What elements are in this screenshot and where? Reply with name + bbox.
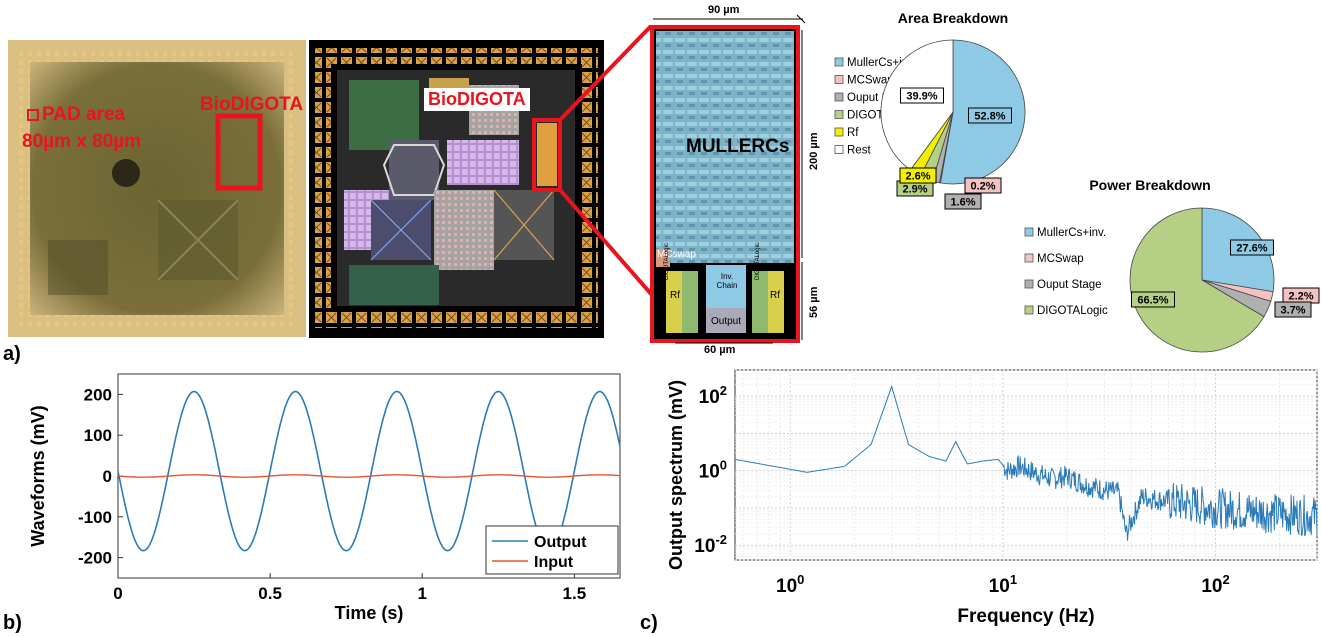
zoomed-block bbox=[650, 25, 800, 343]
area-slice bbox=[880, 39, 954, 171]
power-legend-swatch bbox=[1024, 227, 1034, 237]
power-data-label-box bbox=[1131, 291, 1175, 308]
height-upper-label: 200 µm bbox=[808, 132, 820, 170]
spectrum-x-tick-label: 100 bbox=[776, 572, 804, 597]
area-data-label: 2.6% bbox=[905, 171, 930, 183]
spectrum-x-axis-title: Frequency (Hz) bbox=[957, 606, 1094, 627]
waveform-x-tick-label: 1 bbox=[418, 584, 427, 603]
power-data-label-box bbox=[1230, 239, 1274, 256]
area-legend-swatch bbox=[834, 75, 844, 84]
area-legend-swatch bbox=[834, 145, 844, 154]
power-legend-swatch bbox=[1024, 253, 1034, 263]
panel-label-c: c) bbox=[640, 612, 658, 634]
waveform-y-tick-label: -200 bbox=[78, 549, 112, 568]
area-legend-swatch bbox=[834, 110, 844, 119]
area-data-label: 52.8% bbox=[974, 111, 1005, 123]
area-legend-label: Rf bbox=[847, 127, 859, 139]
area-data-label-box bbox=[900, 87, 944, 104]
waveform-y-tick-label: -100 bbox=[78, 508, 112, 527]
inv-chain-line2: Chain bbox=[716, 281, 738, 290]
area-title: Area Breakdown bbox=[898, 10, 1008, 26]
core-label: MULLERCs bbox=[686, 136, 790, 157]
panel-label-b: b) bbox=[3, 612, 22, 634]
spectrum-x-tick-label: 102 bbox=[1201, 572, 1229, 597]
area-data-label-box bbox=[899, 167, 937, 184]
spectrum-line bbox=[734, 384, 1318, 541]
pad-area-label-line2: 80µm x 80µm bbox=[22, 131, 142, 152]
waveform-y-tick-label: 0 bbox=[103, 467, 112, 486]
power-legend-label: Ouput Stage bbox=[1037, 279, 1102, 291]
area-legend-swatch bbox=[834, 92, 844, 102]
zoom-connectors bbox=[560, 25, 654, 297]
area-legend-label: MCSwap bbox=[847, 75, 894, 87]
spectrum-y-tick-label: 10-2 bbox=[694, 532, 727, 557]
area-data-label: 0.2% bbox=[970, 181, 995, 193]
output-block-label: Output bbox=[711, 316, 742, 327]
power-slice bbox=[1129, 207, 1265, 353]
rf-left-label: Rf bbox=[670, 290, 680, 301]
width-top-label: 90 µm bbox=[708, 4, 740, 16]
power-data-label: 2.2% bbox=[1288, 291, 1313, 303]
spectrum-y-tick-label: 102 bbox=[699, 383, 727, 408]
area-data-label: 1.6% bbox=[950, 197, 975, 209]
power-title: Power Breakdown bbox=[1089, 177, 1210, 193]
power-legend-swatch bbox=[1024, 305, 1034, 315]
area-data-label: 39.9% bbox=[906, 91, 937, 103]
waveform-x-tick-label: 0 bbox=[113, 584, 122, 603]
power-legend-swatch bbox=[1024, 279, 1034, 289]
waveform-input-line bbox=[117, 474, 620, 478]
spectrum-plot-area bbox=[734, 369, 1318, 561]
spectrum-y-axis-title: Output spectrum (mV) bbox=[666, 380, 686, 570]
power-legend-label: MullerCs+inv. bbox=[1037, 227, 1106, 239]
spectrum-x-tick-label: 101 bbox=[989, 572, 1017, 597]
area-data-label: 2.9% bbox=[902, 184, 927, 196]
area-legend-swatch bbox=[834, 57, 844, 67]
rf-right-label: Rf bbox=[770, 290, 780, 301]
power-legend-label: DIGOTALogic bbox=[1037, 305, 1108, 317]
waveform-legend-label: Output bbox=[534, 534, 587, 551]
power-data-label: 27.6% bbox=[1236, 243, 1267, 255]
panel-label-a: a) bbox=[3, 343, 21, 365]
mcswap-label: MCswap bbox=[657, 249, 696, 260]
waveform-legend bbox=[485, 525, 619, 575]
area-data-label-box bbox=[968, 107, 1012, 124]
waveform-y-tick-label: 200 bbox=[84, 385, 112, 404]
area-legend-swatch bbox=[834, 127, 844, 137]
height-lower-label: 56 µm bbox=[808, 286, 820, 318]
area-legend-label: Rest bbox=[847, 145, 871, 157]
die-photo bbox=[8, 40, 306, 337]
waveform-y-tick-label: 100 bbox=[84, 426, 112, 445]
waveform-x-tick-label: 0.5 bbox=[258, 584, 282, 603]
photo-block-label: BioDIGOTA bbox=[200, 94, 304, 115]
chip-layout bbox=[309, 40, 604, 338]
power-data-label: 66.5% bbox=[1137, 295, 1168, 307]
inv-chain-label: Inv. Chain bbox=[712, 272, 742, 290]
power-data-label-box bbox=[1274, 301, 1312, 318]
waveform-y-axis-title: Waveforms (mV) bbox=[30, 405, 48, 546]
dimension-lines bbox=[653, 14, 806, 344]
waveform-x-axis-title: Time (s) bbox=[335, 603, 404, 623]
area-data-label-box bbox=[944, 193, 982, 210]
layout-block-label-text: BioDIGOTA bbox=[428, 89, 526, 109]
waveform-x-tick-label: 1.5 bbox=[563, 584, 587, 603]
pad-area-label-line1: PAD area bbox=[42, 104, 126, 125]
inv-chain-line1: Inv. bbox=[720, 272, 734, 281]
width-bottom-label: 60 µm bbox=[704, 344, 736, 356]
power-data-label: 3.7% bbox=[1280, 305, 1305, 317]
spectrum-y-tick-label: 100 bbox=[699, 458, 727, 483]
waveform-legend-label: Input bbox=[534, 554, 574, 571]
layout-block-label: BioDIGOTA bbox=[424, 88, 530, 111]
power-legend-label: MCSwap bbox=[1037, 253, 1084, 265]
area-data-label-box bbox=[964, 177, 1002, 194]
